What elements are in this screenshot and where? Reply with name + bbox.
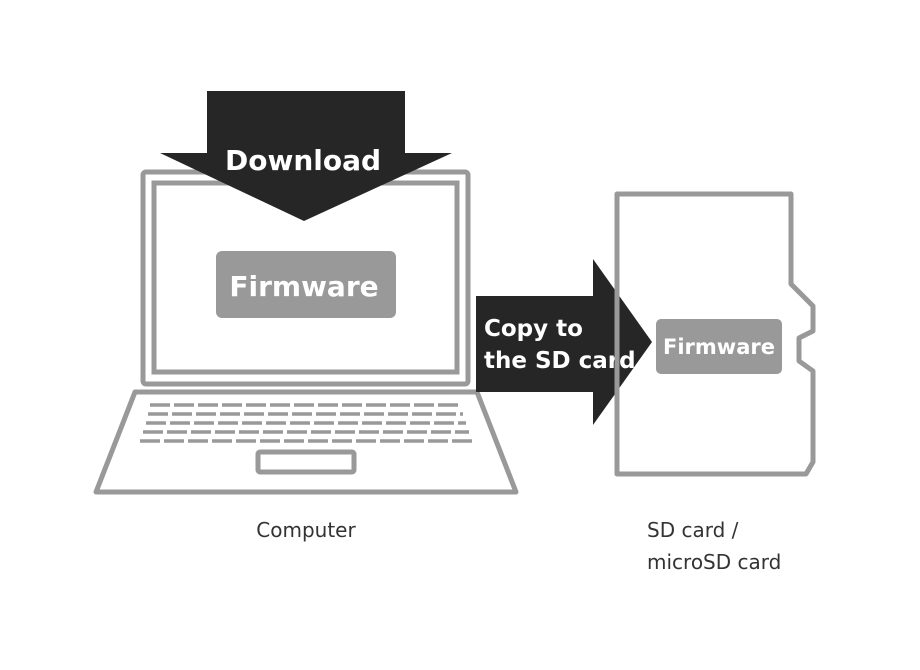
- copy-to-sd-arrow: Copy to the SD card: [476, 259, 652, 425]
- download-arrow: Download: [160, 91, 452, 221]
- laptop-keyboard: [140, 403, 472, 443]
- copy-label-line1: Copy to: [484, 316, 583, 342]
- copy-label-line2: the SD card: [484, 348, 636, 374]
- computer-caption: Computer: [256, 518, 356, 542]
- laptop-firmware-badge: Firmware: [216, 251, 396, 318]
- laptop-touchpad: [255, 449, 357, 475]
- laptop-base: [93, 389, 519, 495]
- laptop-firmware-label: Firmware: [229, 270, 378, 303]
- sd-card-illustration: [614, 191, 816, 477]
- sd-card-caption-line1: SD card /: [647, 518, 739, 542]
- download-label: Download: [225, 144, 381, 177]
- sd-card-caption-line2: microSD card: [647, 550, 781, 574]
- sd-card-outline: [614, 191, 816, 477]
- sd-firmware-label: Firmware: [663, 335, 775, 359]
- sd-firmware-badge: Firmware: [656, 319, 782, 374]
